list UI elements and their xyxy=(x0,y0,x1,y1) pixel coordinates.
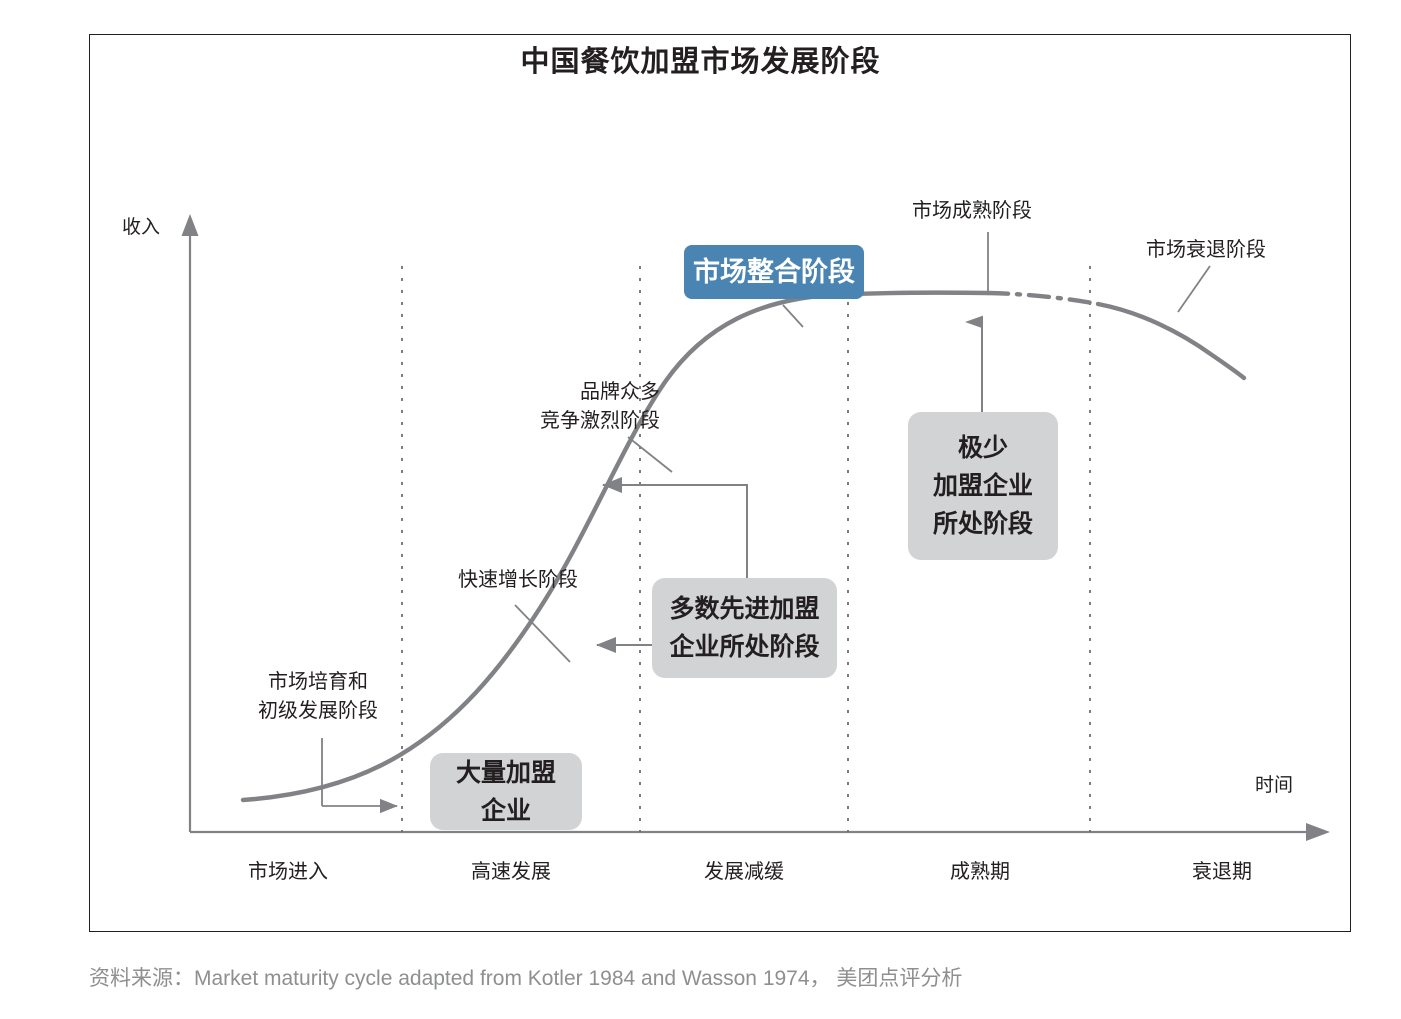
tick-label-3: 成熟期 xyxy=(950,861,1010,883)
annotation-rapid-growth: 快速增长阶段 xyxy=(458,569,578,591)
callout-advanced-franchise[interactable]: 多数先进加盟 企业所处阶段 xyxy=(652,578,837,678)
annotation-decline: 市场衰退阶段 xyxy=(1146,239,1266,261)
tick-label-1: 高速发展 xyxy=(471,861,551,883)
page-title: 中国餐饮加盟市场发展阶段 xyxy=(520,46,881,78)
tick-label-4: 衰退期 xyxy=(1192,861,1252,883)
callout-consolidation-stage[interactable]: 市场整合阶段 xyxy=(684,245,864,299)
callout-few-franchise[interactable]: 极少 加盟企业 所处阶段 xyxy=(908,412,1058,560)
tick-label-0: 市场进入 xyxy=(248,861,328,883)
y-axis xyxy=(181,214,199,832)
source-note: 资料来源：Market maturity cycle adapted from … xyxy=(89,967,963,990)
y-axis-label: 收入 xyxy=(122,217,161,238)
annotation-market-entry: 市场培育和 初级发展阶段 xyxy=(258,671,378,722)
chart-frame xyxy=(89,34,1351,932)
x-axis-label: 时间 xyxy=(1255,775,1294,796)
curve-plateau-segment xyxy=(985,290,1101,307)
leader-market-entry xyxy=(321,738,398,814)
annotation-many-brands: 品牌众多 竞争激烈阶段 xyxy=(540,381,660,432)
leader-rapid-growth xyxy=(514,604,571,663)
x-axis xyxy=(190,823,1330,841)
leader-decline xyxy=(1177,265,1211,313)
tick-label-2: 发展减缓 xyxy=(704,861,784,883)
annotation-maturity: 市场成熟阶段 xyxy=(912,200,1032,222)
callout-mass-franchise[interactable]: 大量加盟 企业 xyxy=(430,753,582,830)
arrow-advanced-upper xyxy=(602,477,748,580)
leader-consolidation xyxy=(782,304,804,328)
curve-decline-segment xyxy=(1095,301,1247,381)
leader-many-brands xyxy=(627,436,673,473)
